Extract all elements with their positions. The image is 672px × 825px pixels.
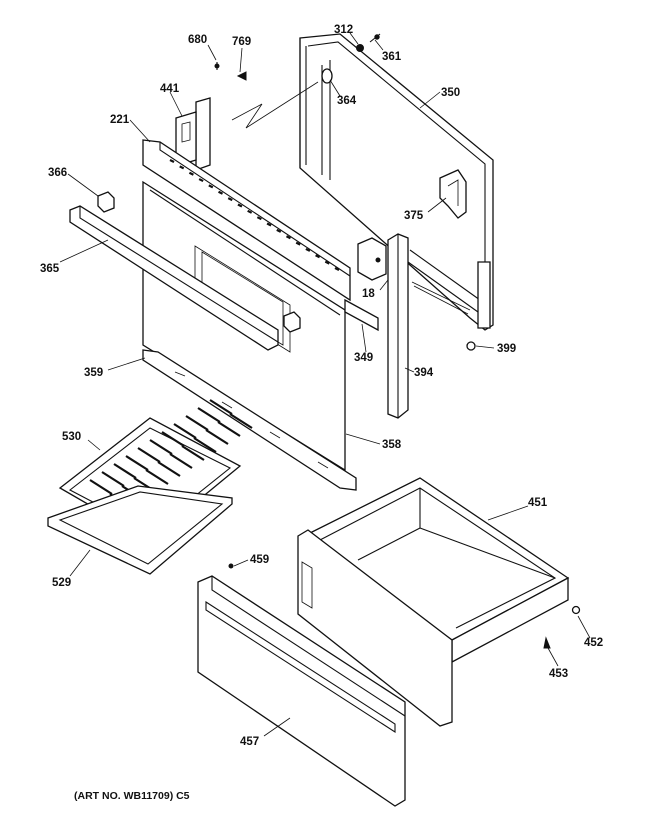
callout-680: 680: [188, 34, 207, 46]
vent-slot: [285, 235, 291, 240]
screw-453: [543, 636, 551, 649]
vent-slot: [295, 241, 301, 246]
grid-slot: [145, 469, 169, 485]
callout-312: 312: [334, 24, 353, 36]
leader-lines: [59, 32, 591, 737]
grid-slot: [205, 429, 229, 445]
vent-slot: [334, 267, 340, 271]
callout-453: 453: [549, 668, 568, 680]
door-side-channel: [387, 233, 409, 419]
vent-slot: [218, 190, 224, 195]
callout-358: 358: [382, 439, 402, 451]
vent-slot: [315, 254, 321, 259]
vent-slot: [169, 159, 175, 163]
callout-364: 364: [337, 95, 357, 107]
hinge-bracket: [439, 169, 467, 219]
grid-slot: [209, 399, 233, 415]
callout-452: 452: [584, 637, 603, 649]
callout-375: 375: [404, 210, 424, 222]
grid-slot: [157, 461, 181, 477]
bottom-door-trim: [142, 349, 357, 491]
vent-slot: [208, 184, 214, 189]
screw-680: [214, 62, 220, 70]
bracket-18: [357, 237, 387, 281]
broiler-pan: [47, 485, 233, 575]
vent-slot: [305, 247, 311, 252]
callout-769: 769: [232, 36, 251, 48]
vent-slot: [237, 203, 243, 208]
vent-trim-221: [142, 139, 351, 302]
screw-361: [369, 33, 381, 43]
callout-441: 441: [160, 83, 180, 95]
callout-366: 366: [48, 167, 67, 179]
screw-452: [571, 605, 581, 615]
callout-394: 394: [414, 367, 434, 379]
grid-slot: [229, 413, 253, 429]
vent-slot: [256, 216, 262, 221]
vent-slot: [179, 165, 185, 170]
callout-399: 399: [497, 343, 516, 355]
vent-slot: [227, 197, 233, 202]
callout-221: 221: [110, 114, 130, 126]
grid-slot: [181, 445, 205, 461]
callout-361: 361: [382, 51, 402, 63]
storage-drawer: [297, 477, 570, 727]
screw-459: [228, 563, 234, 569]
callout-359: 359: [84, 367, 103, 379]
callout-530: 530: [62, 431, 81, 443]
vent-slot: [188, 171, 194, 176]
grid-slot: [113, 463, 137, 479]
clip-769: [236, 71, 247, 81]
grid-slot: [89, 479, 113, 495]
door-handle: [69, 205, 279, 351]
handle-end-cap-2: [283, 311, 301, 333]
door-inner-panel: [299, 33, 494, 331]
handle-end-cap: [97, 191, 115, 213]
vent-slot: [276, 228, 282, 233]
vent-slot: [324, 260, 330, 265]
callout-459: 459: [250, 554, 269, 566]
vent-slot: [266, 222, 272, 227]
grid-slot: [217, 421, 241, 437]
callout-349: 349: [354, 352, 373, 364]
vent-slot: [198, 178, 204, 183]
callout-451: 451: [528, 497, 548, 509]
hinge-441: [175, 97, 211, 171]
grid-slot: [169, 453, 193, 469]
callout-365: 365: [40, 263, 60, 275]
grid-slot: [193, 437, 217, 453]
callout-18: 18: [362, 288, 375, 300]
grid-slot: [101, 471, 125, 487]
grid-slot: [125, 455, 149, 471]
grid-slot: [173, 423, 197, 439]
insulation-strip: [344, 298, 379, 332]
callout-457: 457: [240, 736, 259, 748]
screw-312: [356, 44, 364, 52]
nut-399: [466, 341, 476, 351]
grid-slot: [185, 415, 209, 431]
art-number-caption: (ART NO. WB11709) C5: [74, 790, 190, 802]
grid-slot: [137, 447, 161, 463]
grid-slot: [149, 439, 173, 455]
callout-350: 350: [441, 87, 460, 99]
bracket-364: [321, 68, 333, 84]
grid-slot: [161, 431, 185, 447]
callout-529: 529: [52, 577, 71, 589]
grid-slot: [197, 407, 221, 423]
vent-slot: [247, 209, 253, 214]
drawer-front-panel: [197, 575, 406, 807]
